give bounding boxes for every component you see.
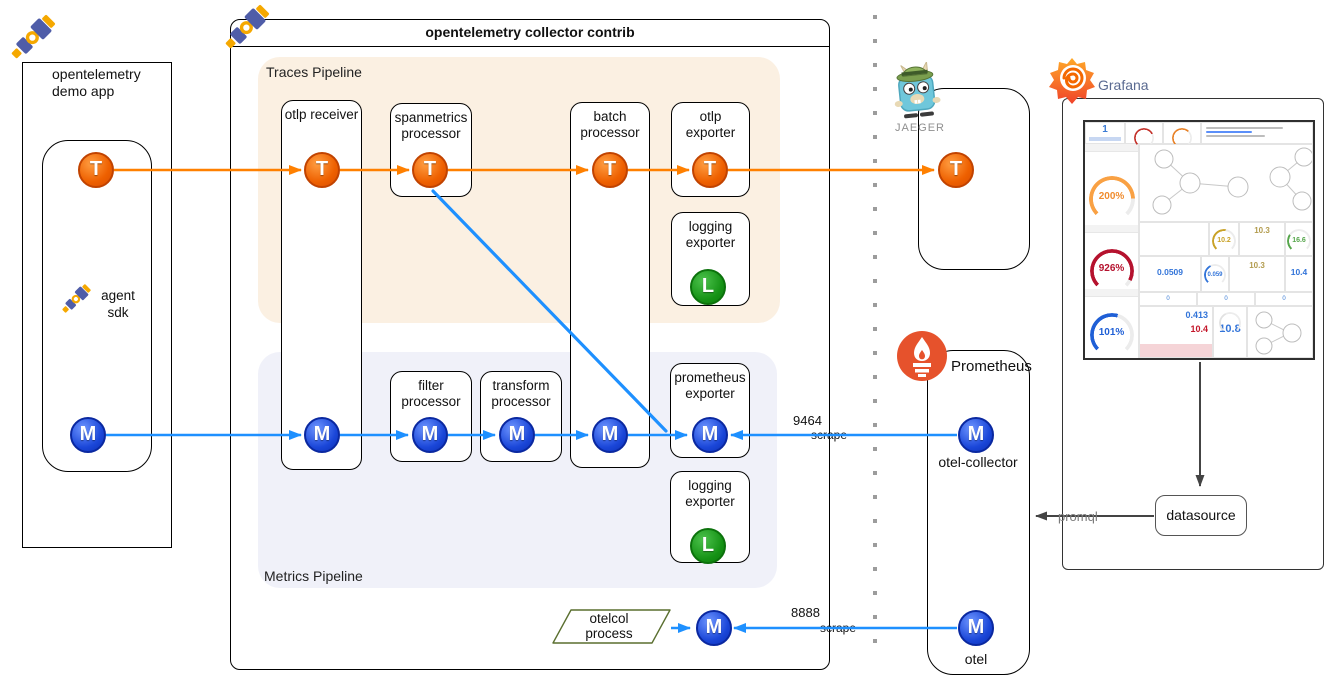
dashboard-spark-yellow-2: 10.3 [1229,256,1285,292]
dashboard-gauge-101: 101% [1089,313,1134,357]
metric-node-transform: M [499,417,535,453]
demo-app-title: opentelemetry demo app [52,66,141,99]
datasource-label: datasource [1166,507,1236,523]
grafana-logo-icon [1049,58,1095,104]
demo-app-box [22,62,172,548]
dashboard-gauge-102: 10.2 [1209,222,1239,256]
dashboard-mini-gauge-orange [1163,122,1201,148]
jaeger-box [918,88,1030,270]
dashboard-gauge-926: 926% [1089,249,1134,293]
jaeger-mascot-icon [894,62,941,119]
node-graph-small [1255,311,1302,355]
trace-node-otlp-exporter: T [692,152,728,188]
trace-node-otlp-receiver: T [304,152,340,188]
collector-title: opentelemetry collector contrib [231,20,829,47]
node-graph [1152,147,1312,215]
dashboard-header-row: 1 [1085,122,1313,148]
trace-node-jaeger: T [938,152,974,188]
port-8888-label: 8888 [791,605,820,620]
collector-box: opentelemetry collector contrib [230,19,830,670]
dashboard-stat-108: 10.8 [1213,306,1247,358]
promql-label: promql [1058,509,1098,524]
datasource-box [1155,495,1247,536]
prometheus-logo-icon [897,331,947,381]
metric-node-otel: M [958,610,994,646]
jaeger-label: JAEGER [894,122,945,134]
otel-collector-label: otel-collector [938,454,1018,470]
dashboard-gauge-column: 200% 926% 101% [1085,144,1139,358]
dashboard-spark-bars: 0.0509 [1139,256,1201,292]
trace-node-spanmetrics: T [412,152,448,188]
scrape-label-internal: scrape [820,621,857,635]
dashboard-spark-yellow-1: 10.3 [1239,222,1285,256]
metric-node-otel-collector: M [958,417,994,453]
trace-node-batch: T [592,152,628,188]
agent-sdk-label: agent sdk [101,288,135,320]
opentelemetry-sdk-icon [56,281,94,319]
prometheus-label: Prometheus [951,358,1032,375]
otelcol-process-label: otelcol process [585,611,633,641]
log-node-logging-exporter-metrics: L [690,528,726,564]
metric-node-otlp-receiver: M [304,417,340,453]
dashboard-stats-panel: 0.413 10.4 [1139,306,1213,358]
dashboard-gauge-200: 200% [1088,176,1135,222]
opentelemetry-logo-icon [2,10,60,68]
dashboard-text-panel [1201,122,1313,144]
dashboard-node-graph-panel [1139,144,1313,222]
metric-node-demo-app: M [70,417,106,453]
metrics-pipeline-label: Metrics Pipeline [264,568,363,584]
grafana-dashboard-screenshot: 1 200% 926% [1083,120,1315,360]
log-node-logging-exporter-traces: L [690,269,726,305]
otel-label: otel [964,651,988,667]
grafana-label: Grafana [1098,77,1149,93]
scrape-label-metrics: scrape [811,428,848,442]
traces-pipeline-label: Traces Pipeline [266,64,362,80]
dashboard-gauge-166: 16.6 [1285,222,1313,256]
metric-node-otelcol-process: M [696,610,732,646]
trace-node-demo-app: T [78,152,114,188]
dashboard-zero-row: 0 0 0 [1139,292,1313,306]
dashboard-stat-104: 10.4 [1285,256,1313,292]
dashboard-mini-gauge-red [1125,122,1163,148]
dashboard-node-graph-small [1247,306,1313,358]
dashboard-gauge-0059: 0.059 [1201,256,1229,292]
dashboard-stat-panel: 1 [1085,122,1125,144]
port-9464-label: 9464 [793,413,822,428]
metric-node-batch: M [592,417,628,453]
opentelemetry-logo-icon [216,0,274,58]
dashboard-spark-pink [1139,222,1209,256]
metric-node-filter: M [412,417,448,453]
agent-sdk-box [42,140,152,472]
metric-node-prometheus-exporter: M [692,417,728,453]
